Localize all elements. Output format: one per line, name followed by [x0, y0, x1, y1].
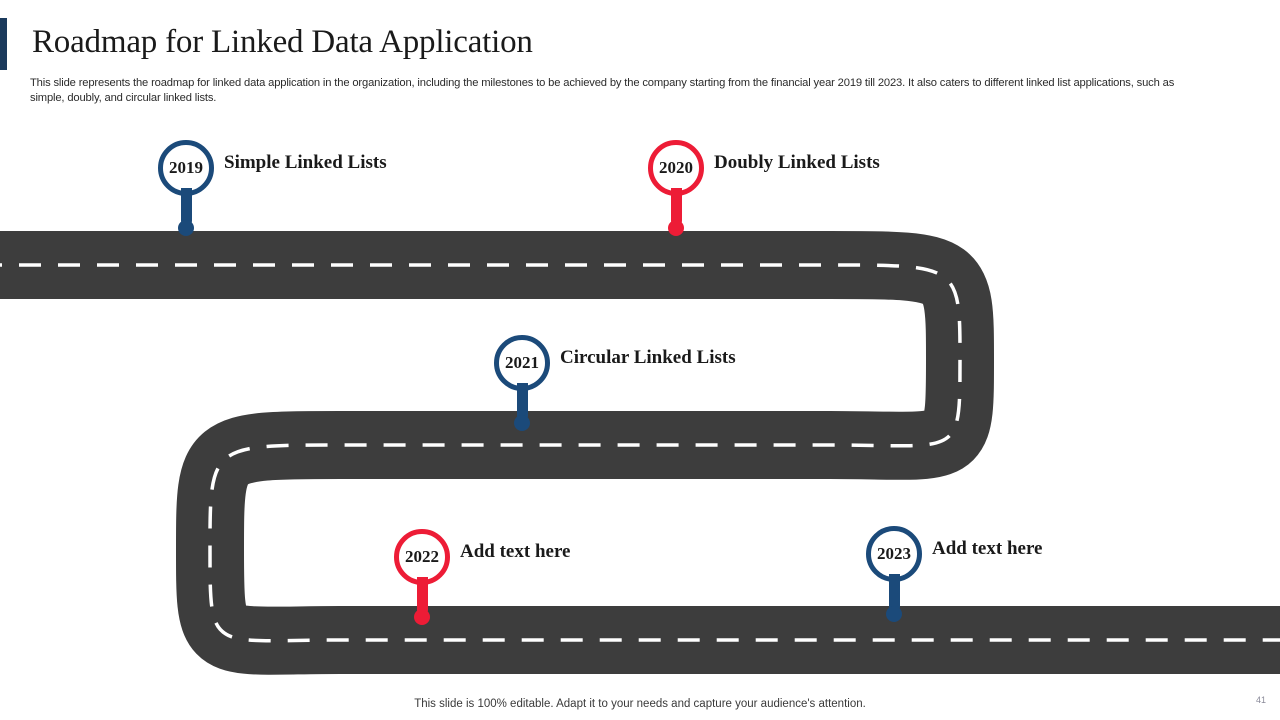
milestone-year: 2019: [169, 158, 203, 177]
pin-dot-icon: [178, 220, 194, 236]
road-center-line: [0, 263, 1280, 643]
pin-tail-icon: [670, 188, 682, 226]
milestone-year: 2021: [505, 353, 539, 372]
milestone-label: Doubly Linked Lists: [714, 152, 880, 173]
milestone-label: Add text here: [460, 541, 571, 562]
milestone-year: 2022: [405, 547, 439, 566]
pin-dot-icon: [414, 609, 430, 625]
pin-head-icon: [866, 526, 922, 582]
milestone-label: Add text here: [932, 538, 1043, 559]
pin-dot-icon: [668, 220, 684, 236]
milestone-year: 2020: [659, 158, 693, 177]
pin-tail-icon: [516, 383, 528, 421]
pin-dot-icon: [886, 606, 902, 622]
pin-dot-icon: [514, 415, 530, 431]
road-surface: [0, 231, 1280, 675]
page-title: Roadmap for Linked Data Application: [32, 24, 533, 60]
milestone-label: Circular Linked Lists: [560, 347, 736, 368]
footer-note: This slide is 100% editable. Adapt it to…: [414, 698, 866, 710]
pin-head-icon: [494, 335, 550, 391]
title-accent-bar: [0, 18, 7, 70]
pin-tail-icon: [180, 188, 192, 226]
page-subtitle: This slide represents the roadmap for li…: [30, 77, 1175, 104]
pin-tail-icon: [416, 577, 428, 615]
milestone-year: 2023: [877, 544, 911, 563]
pin-tail-icon: [888, 574, 900, 612]
roadmap-graphic: [0, 100, 1280, 680]
milestone-label: Simple Linked Lists: [224, 152, 387, 173]
page-number: 41: [1255, 695, 1266, 705]
